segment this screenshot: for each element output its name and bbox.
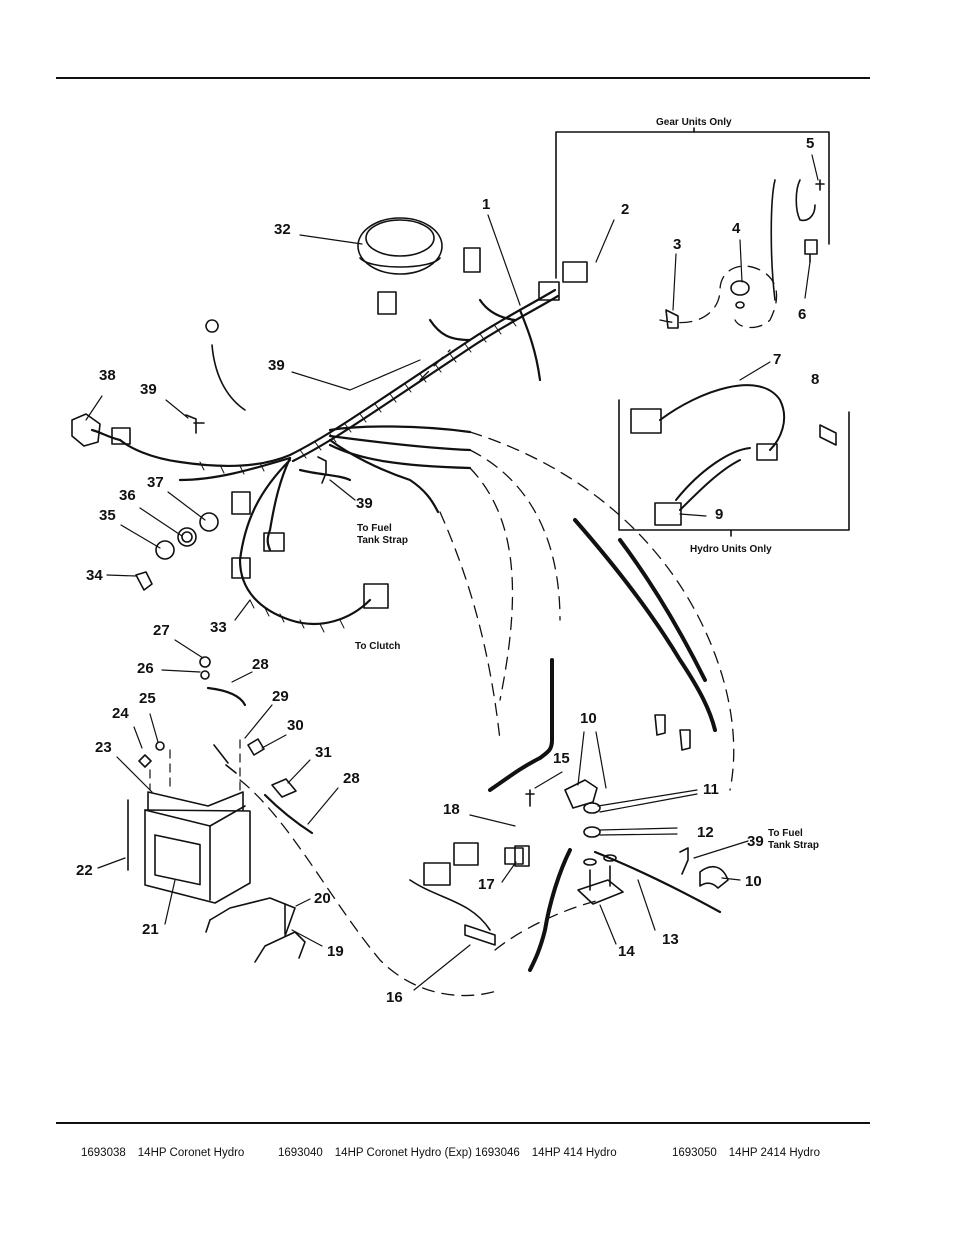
model-code: 1693046 [475,1147,520,1159]
bottom-rule [56,1122,870,1124]
hydro-units-bracket [618,399,850,537]
callout-28b: 28 [343,770,360,787]
parts-3-4 [665,280,750,329]
callout-20: 20 [314,890,331,907]
callout-15: 15 [553,750,570,767]
callout-26: 26 [137,660,154,677]
callout-5: 5 [806,135,815,152]
gear-units-bracket [555,127,830,279]
callout-34: 34 [86,567,103,584]
callout-38: 38 [99,367,116,384]
battery-cable [488,518,717,972]
model-name: 14HP 414 Hydro [531,1147,617,1159]
note-to-fuel-tank-strap-right: To Fuel Tank Strap [768,828,819,852]
model-code: 1693040 [278,1147,323,1159]
callout-8: 8 [811,371,820,388]
callout-39c: 39 [356,495,373,512]
model-code: 1693038 [81,1147,126,1159]
callout-7: 7 [773,351,782,368]
callout-31: 31 [315,744,332,761]
connectors [111,247,778,886]
callout-1: 1 [482,196,491,213]
callout-37: 37 [147,474,164,491]
hardware-24-31 [138,656,297,798]
callout-36: 36 [119,487,136,504]
callout-22: 22 [76,862,93,879]
cable-28-lower [263,793,314,835]
callout-39d: 39 [747,833,764,850]
callout-12: 12 [697,824,714,841]
dashed-battery-lines [149,739,241,791]
main-harness [90,288,560,625]
note-to-clutch: To Clutch [355,641,401,652]
note-line: To Fuel [357,523,392,534]
callout-25: 25 [139,690,156,707]
model-name: 14HP Coronet Hydro [137,1147,245,1159]
callout-23: 23 [95,739,112,756]
callout-3: 3 [673,236,682,253]
callout-17: 17 [478,876,495,893]
callout-18: 18 [443,801,460,818]
model-name: 14HP 2414 Hydro [728,1147,820,1159]
callout-13: 13 [662,931,679,948]
note-line: To Fuel [768,828,803,839]
battery-21 [127,791,251,904]
callout-2: 2 [621,201,630,218]
footer-model-3: 1693046 14HP 414 Hydro [475,1147,617,1159]
callout-28a: 28 [252,656,269,673]
part-16-bracket [409,879,496,946]
horn-32 [357,217,443,275]
callout-33: 33 [210,619,227,636]
note-to-fuel-tank-strap-left: To Fuel Tank Strap [357,523,408,547]
callout-10a: 10 [580,710,597,727]
solenoid-14 [577,854,624,905]
callout-32: 32 [274,221,291,238]
note-line: Tank Strap [768,840,819,851]
routing-dashes [239,265,778,997]
cable-13 [593,850,722,914]
sender-5-6 [770,179,825,301]
callout-4: 4 [732,220,741,237]
callout-39b: 39 [268,357,285,374]
battery-holddown [205,897,306,963]
model-name: 14HP Coronet Hydro (Exp) [334,1147,472,1159]
part-8 [819,424,837,446]
callout-30: 30 [287,717,304,734]
callout-10b: 10 [745,873,762,890]
hydro-harness-7 [659,384,786,511]
callout-35: 35 [99,507,116,524]
callout-29: 29 [272,688,289,705]
callout-11: 11 [703,781,719,798]
callout-24: 24 [112,705,129,722]
model-code: 1693050 [672,1147,717,1159]
callout-39a: 39 [140,381,157,398]
leader-lines [85,154,819,991]
note-gear-units-only: Gear Units Only [656,117,732,128]
callout-9: 9 [715,506,724,523]
note-hydro-units-only: Hydro Units Only [690,544,772,555]
callout-27: 27 [153,622,170,639]
callout-16: 16 [386,989,403,1006]
callout-21: 21 [142,921,159,938]
terminal-boots [525,714,729,889]
cable-28-upper [206,686,247,707]
callout-19: 19 [327,943,344,960]
callout-6: 6 [798,306,807,323]
note-line: Tank Strap [357,535,408,546]
braid-hatch [199,317,517,633]
footer-model-2: 1693040 14HP Coronet Hydro (Exp) [278,1147,472,1159]
footer-model-4: 1693050 14HP 2414 Hydro [672,1147,820,1159]
ignition-parts [71,319,327,591]
callout-14: 14 [618,943,635,960]
footer-model-1: 1693038 14HP Coronet Hydro [81,1147,244,1159]
top-rule [56,77,870,79]
